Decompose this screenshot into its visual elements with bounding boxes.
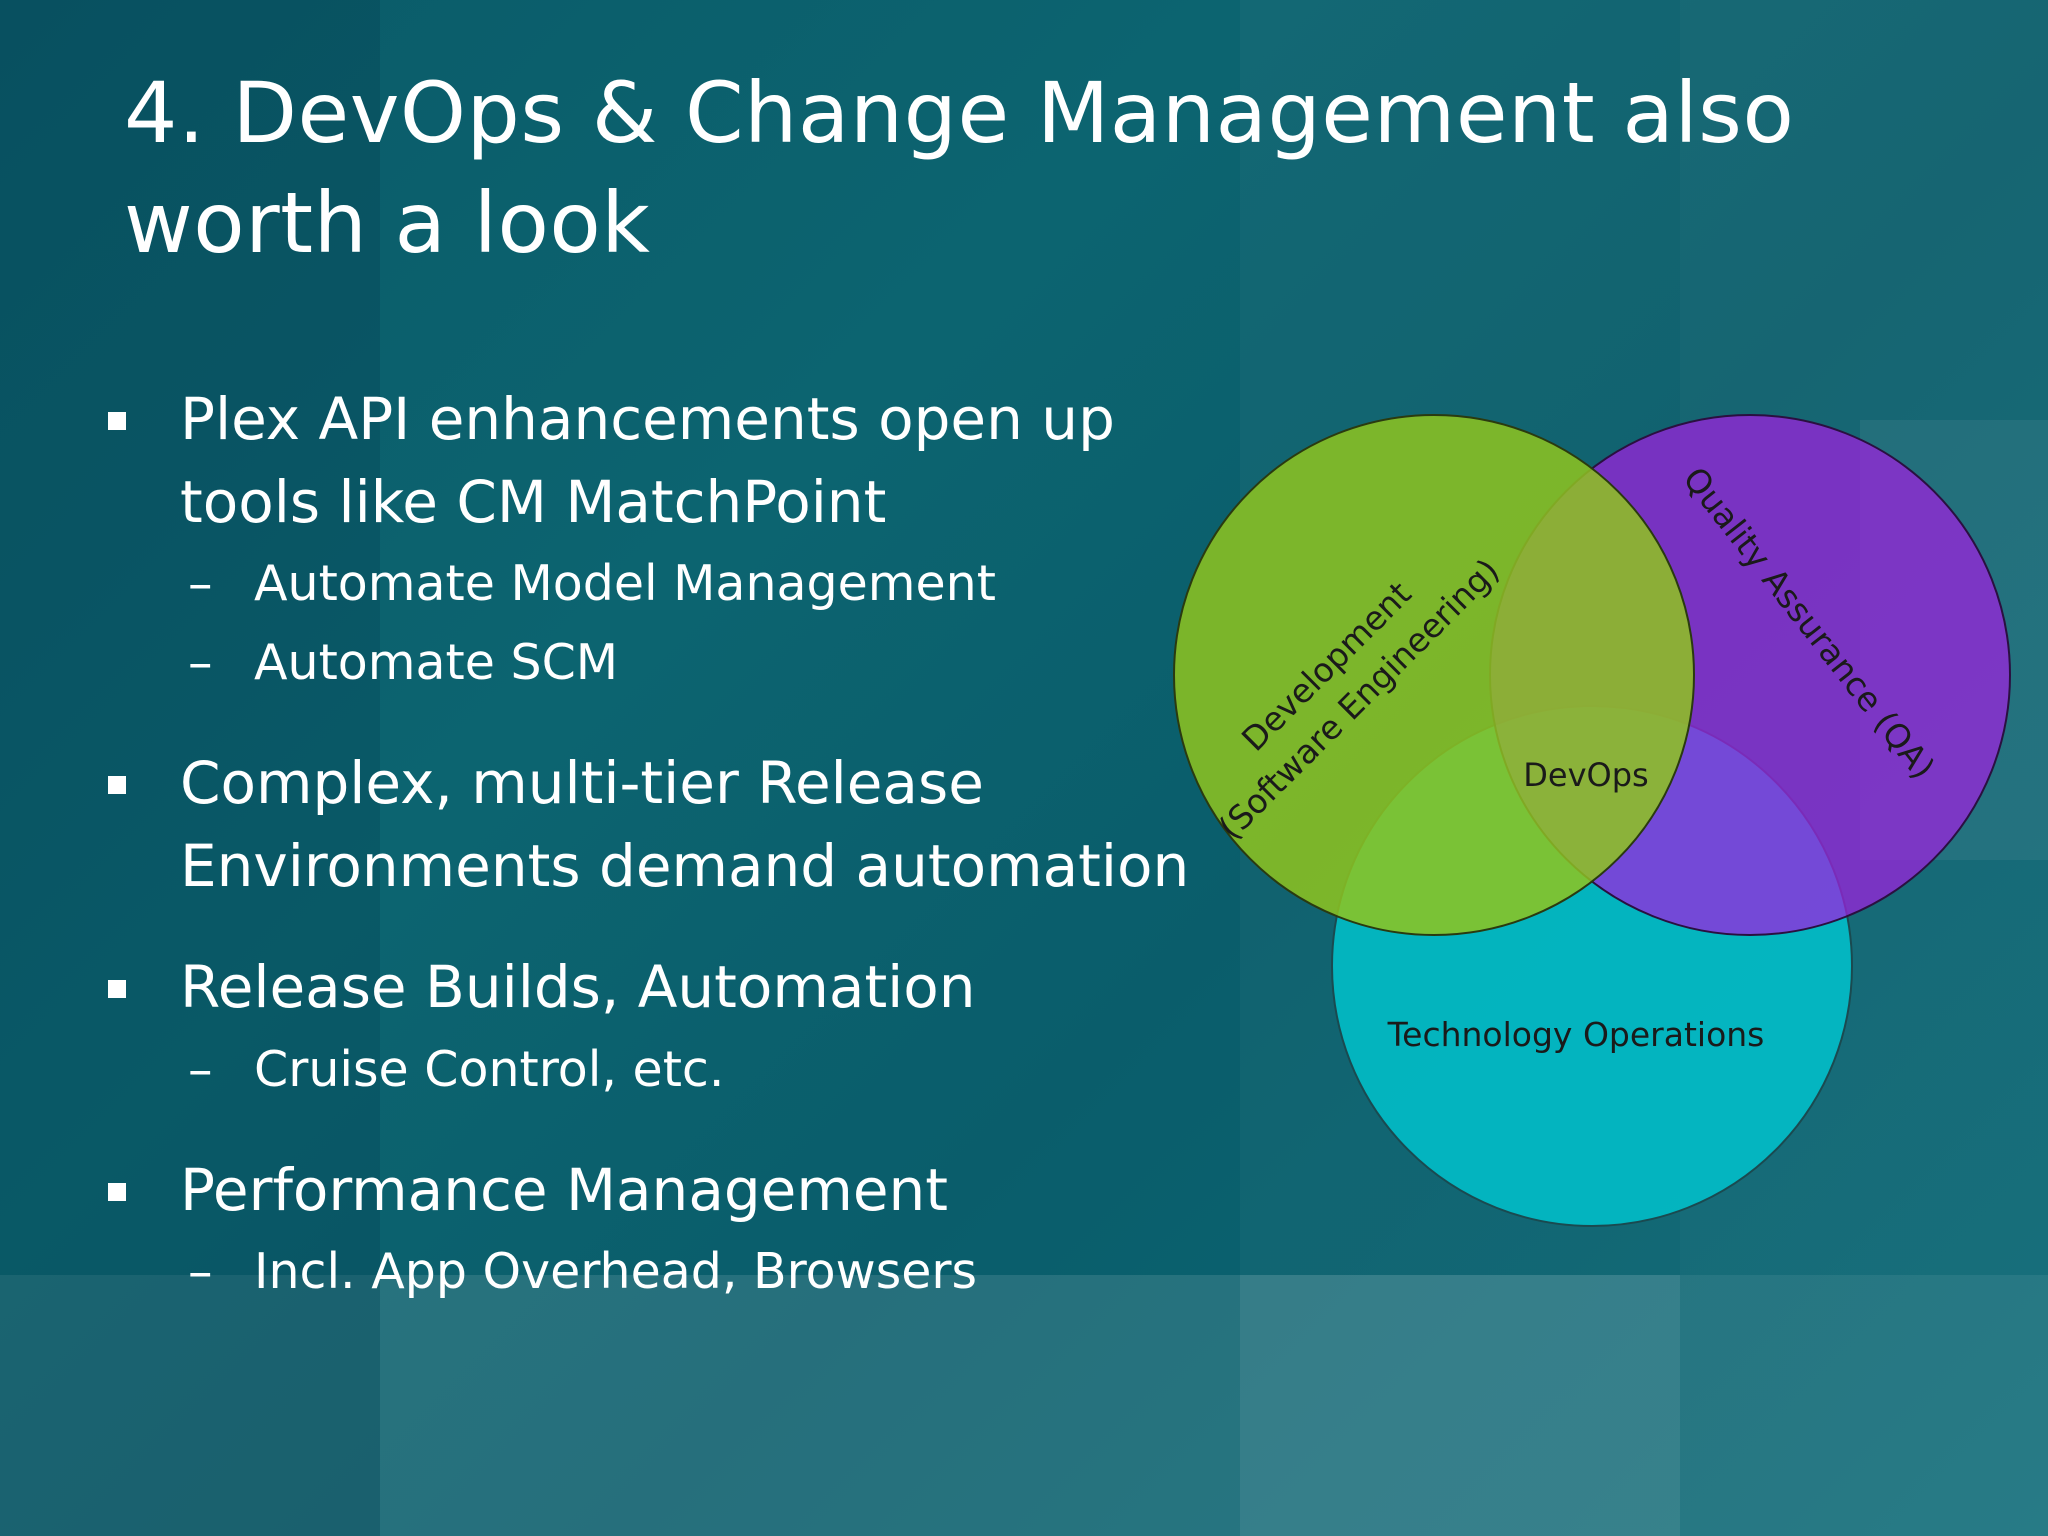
sub-bullet-text: Automate Model Management — [254, 555, 996, 612]
dash-icon: – — [188, 1041, 213, 1098]
bullet-square-icon — [108, 980, 126, 998]
sub-bullet-text: Cruise Control, etc. — [254, 1041, 725, 1098]
sub-bullet-text: Incl. App Overhead, Browsers — [254, 1243, 978, 1300]
development-circle — [1173, 414, 1695, 936]
bullet-square-icon — [108, 1183, 126, 1201]
sub-bullet-text: Automate SCM — [254, 634, 619, 691]
devops-center-label: DevOps — [1523, 756, 1648, 794]
bullet-square-icon — [108, 776, 126, 794]
dash-icon: – — [188, 555, 213, 612]
bullet-text: Performance Management — [180, 1156, 949, 1224]
dash-icon: – — [188, 634, 213, 691]
bullet-text: Release Builds, Automation — [180, 953, 976, 1021]
bullet-text: Plex API enhancements open up tools like… — [180, 385, 1115, 536]
background-tile — [1240, 1275, 1680, 1536]
background-tile — [0, 1275, 2048, 1536]
bullet-text: Complex, multi-tier Release Environments… — [180, 749, 1190, 900]
bullet-square-icon — [108, 412, 126, 430]
dash-icon: – — [188, 1243, 213, 1300]
slide-title: 4. DevOps & Change Management also worth… — [124, 64, 1795, 272]
background-tile — [380, 1275, 1240, 1536]
background-tile — [0, 0, 380, 1536]
operations-label: Technology Operations — [1387, 1015, 1765, 1054]
